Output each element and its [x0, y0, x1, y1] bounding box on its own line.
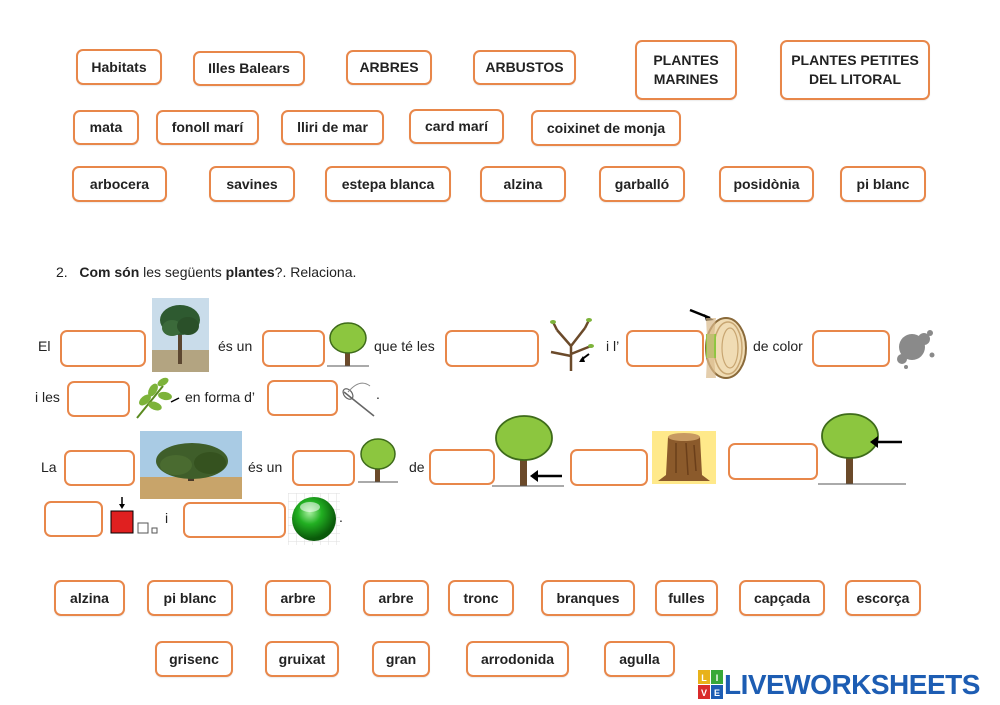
question-mid: les següents — [143, 264, 222, 280]
drag-tag-tronc[interactable]: tronc — [448, 580, 514, 616]
branches-icon — [550, 318, 594, 371]
drag-tag-gran[interactable]: gran — [372, 641, 430, 677]
drag-tag-arbustos[interactable]: ARBUSTOS — [473, 50, 576, 85]
drag-tag-card-mari[interactable]: card marí — [409, 109, 504, 144]
text-dot-2: . — [339, 509, 343, 525]
drag-tag-fonoll-mari[interactable]: fonoll marí — [156, 110, 259, 145]
drag-tag-estepa-blanca[interactable]: estepa blanca — [325, 166, 451, 202]
answer-box-9[interactable] — [292, 450, 355, 486]
drag-tag-lliri-de-mar[interactable]: lliri de mar — [281, 110, 384, 145]
answer-box-4[interactable] — [626, 330, 704, 367]
text-la: La — [41, 459, 57, 475]
answer-box-10[interactable] — [429, 449, 495, 485]
text-es-un-1: és un — [218, 338, 253, 354]
text-el: El — [38, 338, 51, 354]
drag-tag-arbres[interactable]: ARBRES — [346, 50, 432, 85]
pine-tree-photo — [152, 298, 209, 372]
drag-tag-pi-blanc-2[interactable]: pi blanc — [147, 580, 233, 616]
drag-tag-alzina[interactable]: alzina — [480, 166, 566, 202]
drag-tag-arbre-1[interactable]: arbre — [265, 580, 331, 616]
liveworksheets-logo-text: LIVEWORKSHEETS — [724, 669, 980, 700]
drag-tag-plantes-marines[interactable]: PLANTES MARINES — [635, 40, 737, 100]
liveworksheets-logo: L I V E LIVEWORKSHEETS — [698, 668, 980, 702]
svg-text:I: I — [716, 673, 719, 683]
bark-section-icon — [689, 308, 747, 379]
drag-tag-savines[interactable]: savines — [209, 166, 295, 202]
drag-tag-arbocera[interactable]: arbocera — [72, 166, 167, 202]
liveworksheets-mark-icon: L I V E — [698, 670, 723, 699]
svg-text:L: L — [701, 673, 707, 683]
drag-tag-grisenc[interactable]: grisenc — [155, 641, 233, 677]
text-i-l: i l’ — [606, 338, 620, 354]
svg-text:V: V — [701, 688, 707, 698]
answer-box-2[interactable] — [262, 330, 325, 367]
drag-tag-garballo[interactable]: garballó — [599, 166, 685, 202]
drag-tag-illes-balears[interactable]: Illes Balears — [193, 51, 305, 86]
text-dot-1: . — [376, 386, 380, 402]
drag-tag-escorca[interactable]: escorça — [845, 580, 921, 616]
drag-tag-posidonia[interactable]: posidònia — [719, 166, 814, 202]
text-que-te-les: que té les — [374, 338, 435, 354]
drag-tag-pi-blanc[interactable]: pi blanc — [840, 166, 926, 202]
text-de: de — [409, 459, 425, 475]
question-bold-2: plantes — [225, 264, 275, 280]
holm-oak-photo — [140, 431, 242, 499]
drag-tag-arbre-2[interactable]: arbre — [363, 580, 429, 616]
answer-box-6[interactable] — [67, 381, 130, 417]
drag-tag-coixinet-de-monja[interactable]: coixinet de monja — [531, 110, 681, 146]
svg-text:E: E — [714, 688, 720, 698]
needle-icon — [342, 382, 375, 417]
answer-box-7[interactable] — [267, 380, 338, 416]
drag-tag-fulles[interactable]: fulles — [655, 580, 718, 616]
answer-box-11[interactable] — [570, 449, 648, 486]
question-heading: 2. Com són les següents plantes?. Relaci… — [56, 264, 356, 280]
grey-splash-icon — [897, 330, 935, 369]
drag-tag-agulla[interactable]: agulla — [604, 641, 675, 677]
drag-tag-branques[interactable]: branques — [541, 580, 635, 616]
text-de-color: de color — [753, 338, 803, 354]
question-end: ?. Relaciona. — [274, 264, 357, 280]
leaves-icon — [136, 377, 180, 419]
drag-tag-plantes-petites[interactable]: PLANTES PETITES DEL LITORAL — [780, 40, 930, 100]
question-bold-1: Com són — [79, 264, 140, 280]
tree-canopy-arrow-icon — [818, 413, 906, 485]
answer-box-3[interactable] — [445, 330, 539, 367]
answer-box-8[interactable] — [64, 450, 135, 486]
answer-box-13[interactable] — [44, 501, 103, 537]
text-i: i — [165, 510, 169, 526]
green-ball-icon — [288, 493, 340, 545]
answer-box-12[interactable] — [728, 443, 818, 480]
text-i-les: i les — [35, 389, 60, 405]
small-tree-icon-2 — [358, 438, 398, 483]
text-en-forma: en forma d’ — [185, 389, 256, 405]
tree-trunk-arrow-icon — [492, 415, 564, 487]
answer-box-1[interactable] — [60, 330, 146, 367]
drag-tag-alzina-2[interactable]: alzina — [54, 580, 125, 616]
answer-box-14[interactable] — [183, 502, 286, 538]
drag-tag-capcada[interactable]: capçada — [739, 580, 825, 616]
drag-tag-mata[interactable]: mata — [73, 110, 139, 145]
tree-stump-icon — [652, 431, 716, 484]
size-squares-icon — [110, 497, 158, 534]
drag-tag-arrodonida[interactable]: arrodonida — [466, 641, 569, 677]
small-tree-icon — [327, 322, 369, 367]
drag-tag-habitats[interactable]: Habitats — [76, 49, 162, 85]
drag-tag-gruixat[interactable]: gruixat — [265, 641, 339, 677]
text-es-un-2: és un — [248, 459, 283, 475]
answer-box-5[interactable] — [812, 330, 890, 367]
question-number: 2. — [56, 264, 68, 280]
